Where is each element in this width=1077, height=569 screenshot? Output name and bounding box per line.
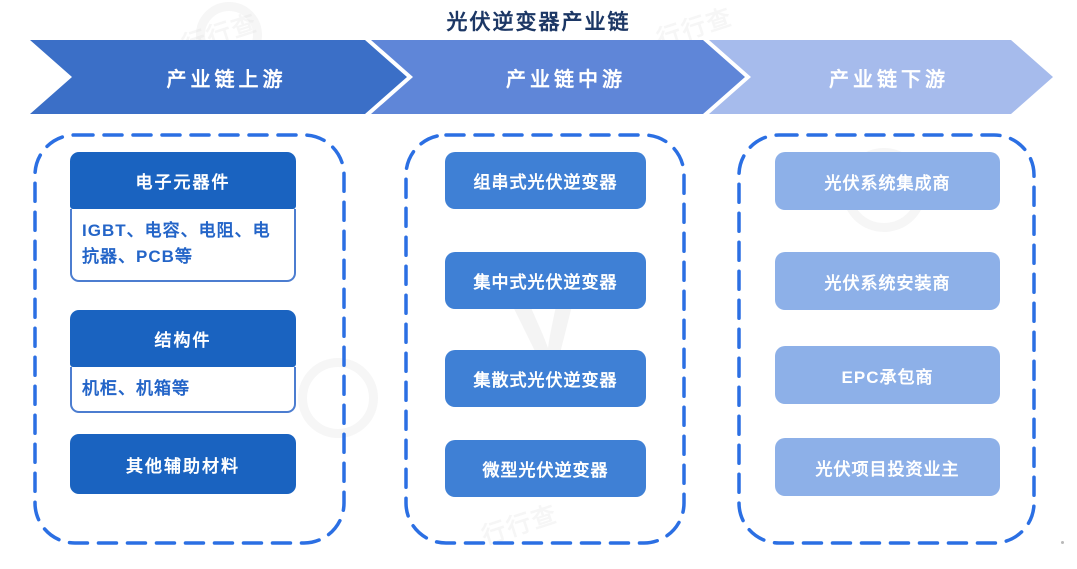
stage-label-midstream: 产业链中游 [506,68,626,91]
midstream-dashed-border [404,133,686,545]
dot-artifact [1061,541,1064,544]
page-title: 光伏逆变器产业链 [446,9,631,34]
upstream-box-header: 结构件 [70,310,296,367]
stage-arrow-midstream: 产业链中游 [371,40,745,114]
downstream-box-epc-contractor: EPC承包商 [775,346,1000,404]
upstream-group-structural-parts: 结构件 机柜、机箱等 [70,310,296,414]
upstream-box-detail: 机柜、机箱等 [70,367,296,414]
midstream-box-distributed-inverter: 集散式光伏逆变器 [445,350,646,407]
downstream-box-system-installer: 光伏系统安装商 [775,252,1000,310]
upstream-box-other-materials: 其他辅助材料 [70,434,296,494]
stage-label-downstream: 产业链下游 [829,68,949,91]
downstream-box-project-investor: 光伏项目投资业主 [775,438,1000,496]
upstream-box-header: 电子元器件 [70,152,296,209]
midstream-box-central-inverter: 集中式光伏逆变器 [445,252,646,309]
upstream-panel: 电子元器件 IGBT、电容、电阻、电抗器、PCB等 结构件 机柜、机箱等 其他辅… [33,133,346,545]
downstream-panel: 光伏系统集成商 光伏系统安装商 EPC承包商 光伏项目投资业主 [737,133,1036,545]
downstream-dashed-border [737,133,1036,545]
upstream-box-detail: IGBT、电容、电阻、电抗器、PCB等 [70,209,296,282]
stage-label-upstream: 产业链上游 [166,68,287,91]
upstream-group-electronic-components: 电子元器件 IGBT、电容、电阻、电抗器、PCB等 [70,152,296,282]
midstream-box-string-inverter: 组串式光伏逆变器 [445,152,646,209]
upstream-dashed-border [33,133,346,545]
stage-arrow-upstream: 产业链上游 [30,40,407,114]
midstream-panel: 组串式光伏逆变器 集中式光伏逆变器 集散式光伏逆变器 微型光伏逆变器 [404,133,686,545]
downstream-box-system-integrator: 光伏系统集成商 [775,152,1000,210]
stage-arrow-downstream: 产业链下游 [709,40,1053,114]
midstream-box-micro-inverter: 微型光伏逆变器 [445,440,646,497]
